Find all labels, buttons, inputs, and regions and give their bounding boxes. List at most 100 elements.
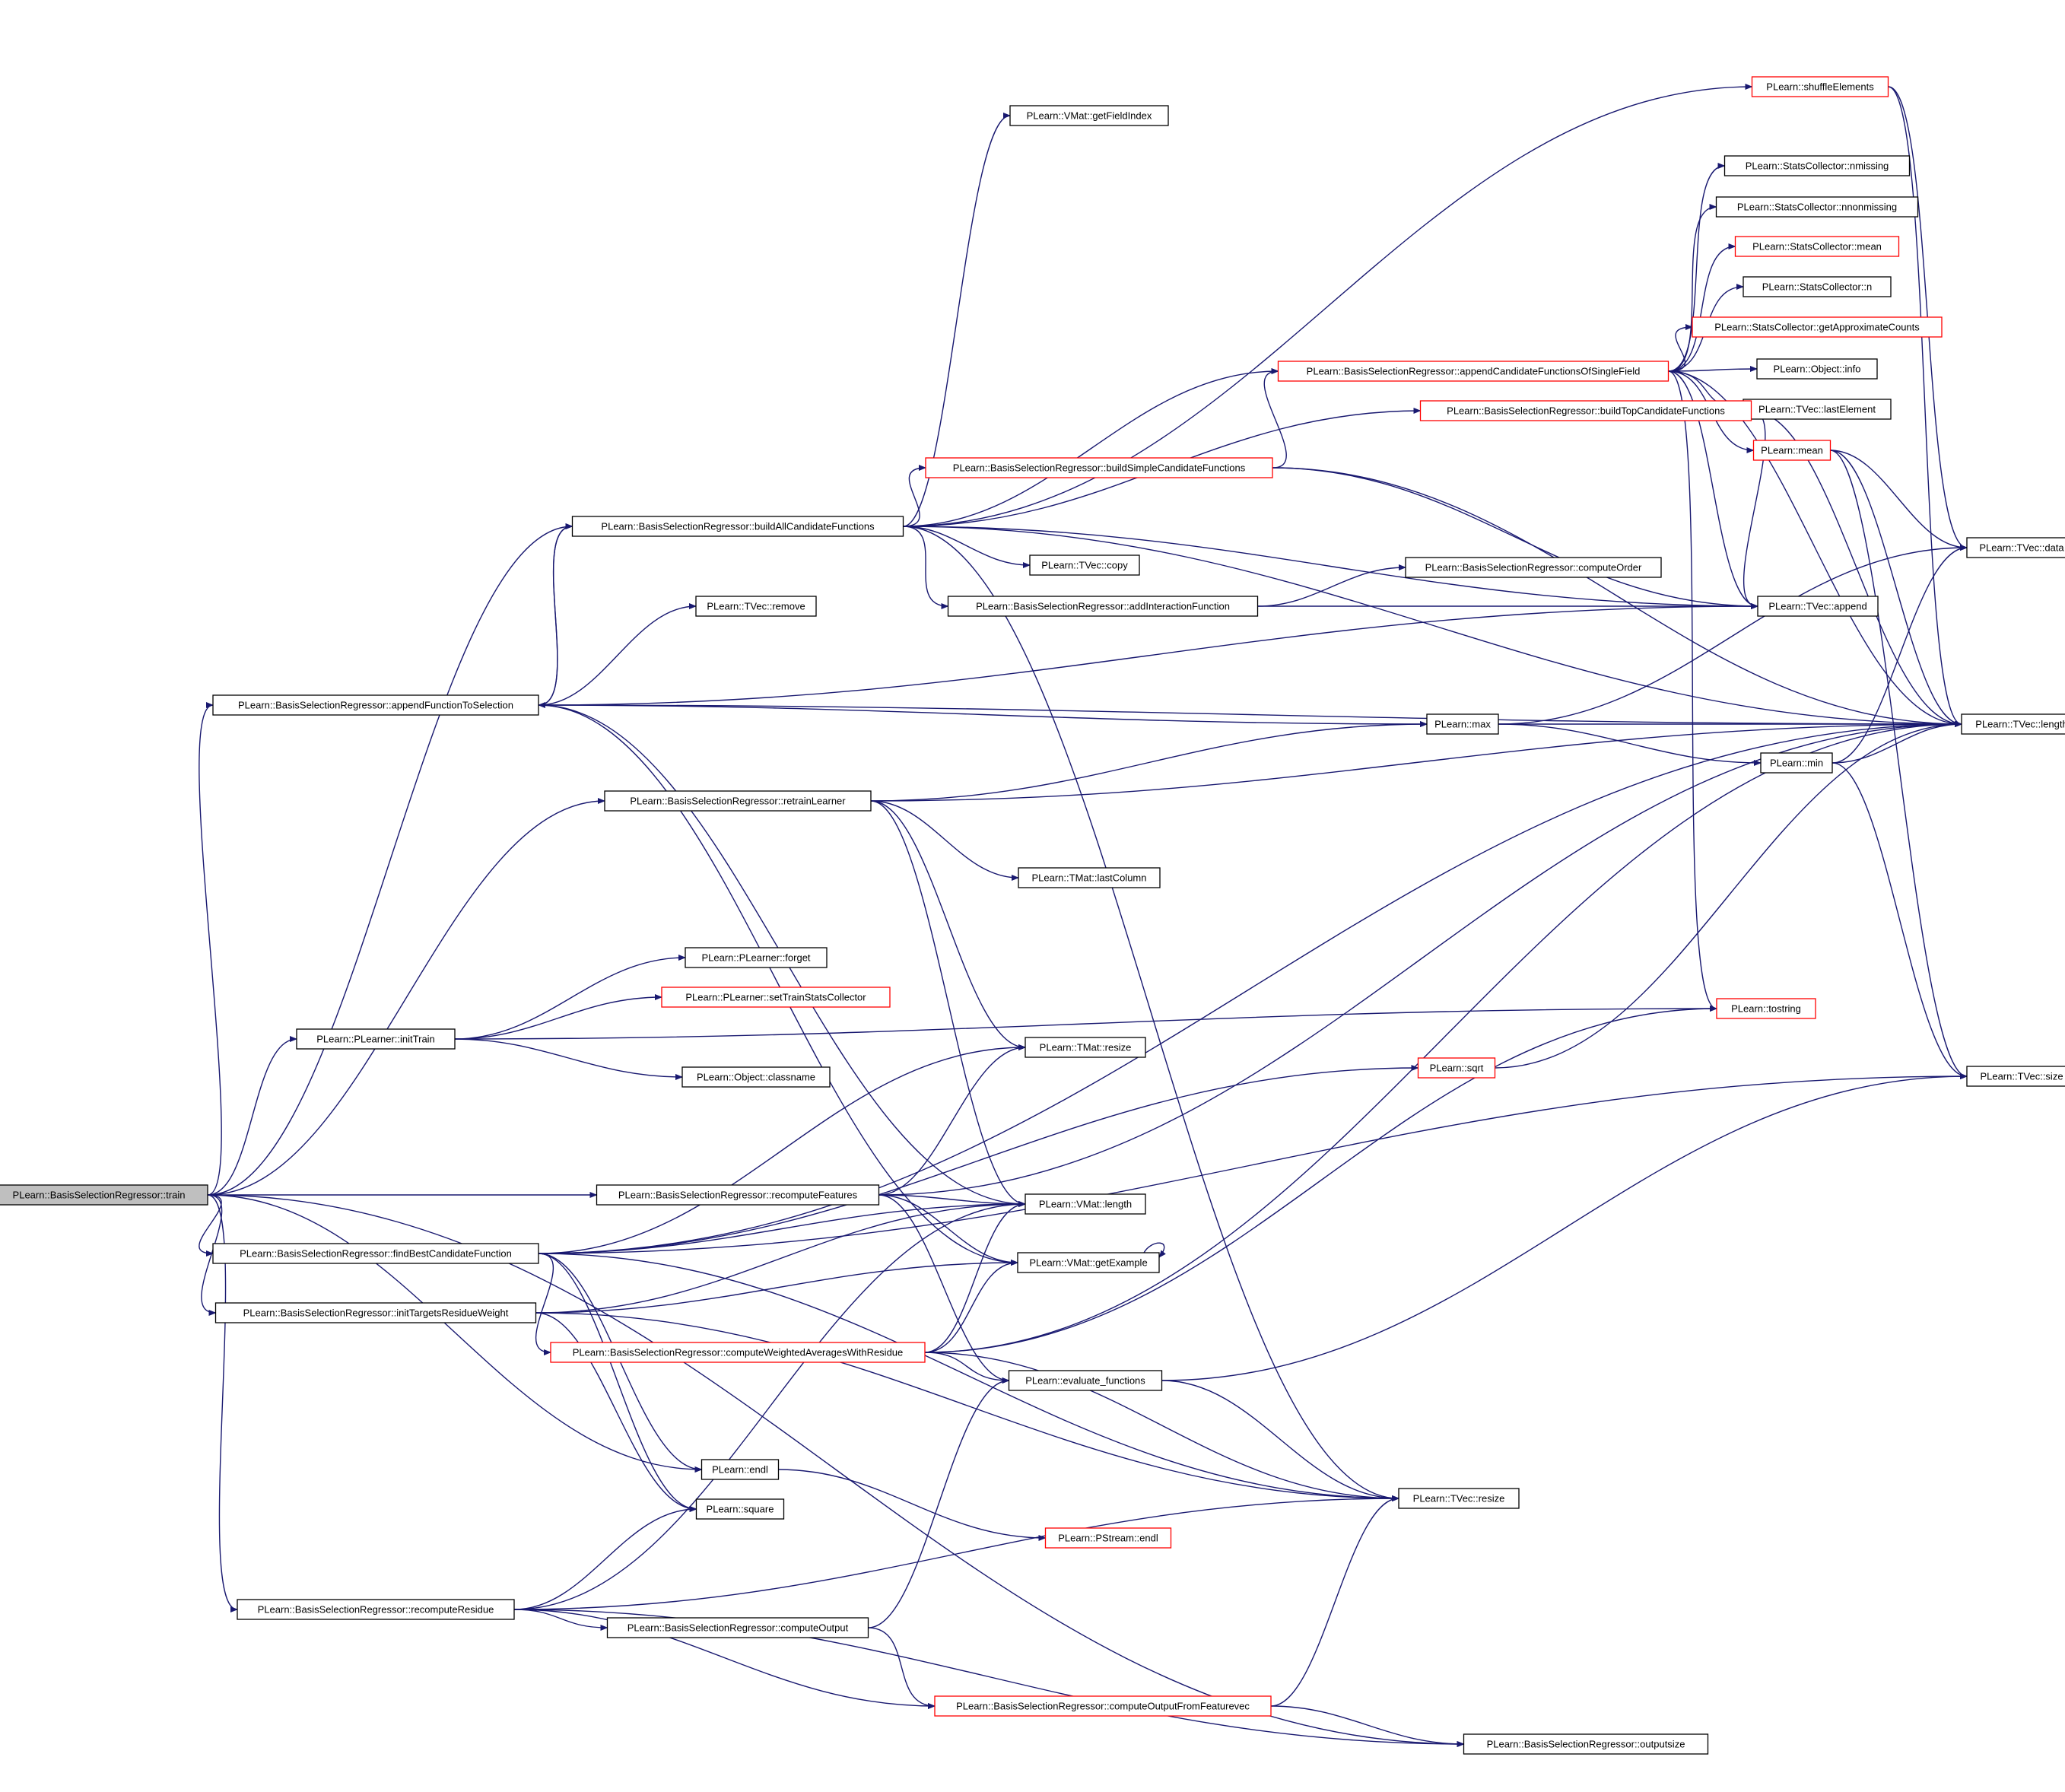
node-box[interactable] bbox=[934, 1695, 1272, 1717]
node-box[interactable] bbox=[212, 1243, 539, 1264]
node-box[interactable] bbox=[1751, 76, 1889, 97]
node-train[interactable]: PLearn::BasisSelectionRegressor::train bbox=[0, 1184, 208, 1206]
node-tvec_size[interactable]: PLearn::TVec::size bbox=[1966, 1066, 2065, 1087]
node-box[interactable] bbox=[1029, 554, 1140, 576]
node-addInteraction[interactable]: PLearn::BasisSelectionRegressor::addInte… bbox=[947, 596, 1259, 617]
node-box[interactable] bbox=[1760, 752, 1833, 774]
node-box[interactable] bbox=[0, 1184, 208, 1206]
node-nmissing[interactable]: PLearn::StatsCollector::nmissing bbox=[1723, 155, 1911, 176]
node-box[interactable] bbox=[1734, 236, 1900, 257]
node-outputsize[interactable]: PLearn::BasisSelectionRegressor::outputs… bbox=[1463, 1733, 1709, 1755]
node-box[interactable] bbox=[1044, 1527, 1172, 1549]
node-box[interactable] bbox=[550, 1342, 926, 1363]
node-getExample[interactable]: PLearn::VMat::getExample bbox=[1017, 1252, 1160, 1273]
node-sqrt[interactable]: PLearn::sqrt bbox=[1417, 1057, 1496, 1079]
node-recomputeResidue[interactable]: PLearn::BasisSelectionRegressor::recompu… bbox=[237, 1599, 515, 1620]
node-getApproximateCounts[interactable]: PLearn::StatsCollector::getApproximateCo… bbox=[1692, 316, 1943, 338]
node-buildSimple[interactable]: PLearn::BasisSelectionRegressor::buildSi… bbox=[925, 457, 1273, 478]
node-box[interactable] bbox=[947, 596, 1259, 617]
node-sc_n[interactable]: PLearn::StatsCollector::n bbox=[1743, 276, 1892, 297]
node-box[interactable] bbox=[1017, 1252, 1160, 1273]
node-lastElement[interactable]: PLearn::TVec::lastElement bbox=[1743, 399, 1892, 420]
node-box[interactable] bbox=[701, 1459, 780, 1480]
node-box[interactable] bbox=[1966, 1066, 2065, 1087]
node-box[interactable] bbox=[1419, 400, 1752, 421]
node-box[interactable] bbox=[1716, 998, 1816, 1019]
node-box[interactable] bbox=[1405, 557, 1662, 578]
node-box[interactable] bbox=[925, 457, 1273, 478]
node-endl[interactable]: PLearn::endl bbox=[701, 1459, 780, 1480]
node-box[interactable] bbox=[571, 516, 904, 537]
node-tvec_length[interactable]: PLearn::TVec::length bbox=[1961, 713, 2065, 735]
node-setTrainStats[interactable]: PLearn::PLearner::setTrainStatsCollector bbox=[661, 987, 891, 1008]
node-box[interactable] bbox=[1398, 1488, 1520, 1509]
node-buildTop[interactable]: PLearn::BasisSelectionRegressor::buildTo… bbox=[1419, 400, 1752, 421]
node-box[interactable] bbox=[296, 1028, 456, 1050]
node-square[interactable]: PLearn::square bbox=[695, 1498, 785, 1520]
node-initTargets[interactable]: PLearn::BasisSelectionRegressor::initTar… bbox=[214, 1302, 537, 1323]
node-tvec_remove[interactable]: PLearn::TVec::remove bbox=[695, 596, 817, 617]
node-box[interactable] bbox=[685, 947, 828, 968]
node-computeOutput[interactable]: PLearn::BasisSelectionRegressor::compute… bbox=[606, 1617, 869, 1638]
node-min[interactable]: PLearn::min bbox=[1760, 752, 1833, 774]
node-nnonmissing[interactable]: PLearn::StatsCollector::nnonmissing bbox=[1715, 196, 1919, 218]
node-appendFunction[interactable]: PLearn::BasisSelectionRegressor::appendF… bbox=[212, 694, 539, 716]
node-box[interactable] bbox=[1743, 276, 1892, 297]
node-box[interactable] bbox=[604, 790, 872, 812]
node-getFieldIndex[interactable]: PLearn::VMat::getFieldIndex bbox=[1009, 105, 1169, 126]
node-pstream_endl[interactable]: PLearn::PStream::endl bbox=[1044, 1527, 1172, 1549]
node-box[interactable] bbox=[1723, 155, 1911, 176]
node-computeOrder[interactable]: PLearn::BasisSelectionRegressor::compute… bbox=[1405, 557, 1662, 578]
node-box[interactable] bbox=[1018, 867, 1161, 888]
node-shuffleElements[interactable]: PLearn::shuffleElements bbox=[1751, 76, 1889, 97]
node-box[interactable] bbox=[1715, 196, 1919, 218]
node-box[interactable] bbox=[1025, 1037, 1146, 1058]
node-evaluate[interactable]: PLearn::evaluate_functions bbox=[1008, 1370, 1163, 1391]
node-box[interactable] bbox=[1025, 1193, 1146, 1215]
node-findBest[interactable]: PLearn::BasisSelectionRegressor::findBes… bbox=[212, 1243, 539, 1264]
node-box[interactable] bbox=[1757, 596, 1879, 617]
node-tostring[interactable]: PLearn::tostring bbox=[1716, 998, 1816, 1019]
node-vmat_length[interactable]: PLearn::VMat::length bbox=[1025, 1193, 1146, 1215]
node-forget[interactable]: PLearn::PLearner::forget bbox=[685, 947, 828, 968]
node-recomputeFeatures[interactable]: PLearn::BasisSelectionRegressor::recompu… bbox=[596, 1184, 880, 1206]
node-box[interactable] bbox=[1277, 361, 1669, 382]
node-max[interactable]: PLearn::max bbox=[1426, 713, 1499, 735]
node-box[interactable] bbox=[214, 1302, 537, 1323]
node-box[interactable] bbox=[237, 1599, 515, 1620]
node-sc_mean[interactable]: PLearn::StatsCollector::mean bbox=[1734, 236, 1900, 257]
node-tvec_append[interactable]: PLearn::TVec::append bbox=[1757, 596, 1879, 617]
node-box[interactable] bbox=[695, 1498, 785, 1520]
node-tmat_resize[interactable]: PLearn::TMat::resize bbox=[1025, 1037, 1146, 1058]
node-box[interactable] bbox=[1966, 537, 2065, 558]
node-box[interactable] bbox=[596, 1184, 880, 1206]
node-classname[interactable]: PLearn::Object::classname bbox=[681, 1066, 831, 1088]
node-box[interactable] bbox=[1009, 105, 1169, 126]
node-box[interactable] bbox=[1463, 1733, 1709, 1755]
node-box[interactable] bbox=[606, 1617, 869, 1638]
node-initTrain[interactable]: PLearn::PLearner::initTrain bbox=[296, 1028, 456, 1050]
node-box[interactable] bbox=[681, 1066, 831, 1088]
node-computeWeighted[interactable]: PLearn::BasisSelectionRegressor::compute… bbox=[550, 1342, 926, 1363]
node-buildAll[interactable]: PLearn::BasisSelectionRegressor::buildAl… bbox=[571, 516, 904, 537]
node-box[interactable] bbox=[1426, 713, 1499, 735]
node-box[interactable] bbox=[1692, 316, 1943, 338]
node-tvec_resize[interactable]: PLearn::TVec::resize bbox=[1398, 1488, 1520, 1509]
node-box[interactable] bbox=[1417, 1057, 1496, 1079]
node-box[interactable] bbox=[1961, 713, 2065, 735]
node-lastColumn[interactable]: PLearn::TMat::lastColumn bbox=[1018, 867, 1161, 888]
node-tvec_copy[interactable]: PLearn::TVec::copy bbox=[1029, 554, 1140, 576]
node-box[interactable] bbox=[1743, 399, 1892, 420]
node-tvec_data[interactable]: PLearn::TVec::data bbox=[1966, 537, 2065, 558]
node-box[interactable] bbox=[1756, 358, 1878, 380]
node-mean[interactable]: PLearn::mean bbox=[1752, 440, 1831, 461]
node-box[interactable] bbox=[1008, 1370, 1163, 1391]
node-obj_info[interactable]: PLearn::Object::info bbox=[1756, 358, 1878, 380]
node-appendCandidate[interactable]: PLearn::BasisSelectionRegressor::appendC… bbox=[1277, 361, 1669, 382]
node-box[interactable] bbox=[212, 694, 539, 716]
node-box[interactable] bbox=[661, 987, 891, 1008]
node-retrainLearner[interactable]: PLearn::BasisSelectionRegressor::retrain… bbox=[604, 790, 872, 812]
node-box[interactable] bbox=[695, 596, 817, 617]
node-box[interactable] bbox=[1752, 440, 1831, 461]
node-computeOutputFV[interactable]: PLearn::BasisSelectionRegressor::compute… bbox=[934, 1695, 1272, 1717]
